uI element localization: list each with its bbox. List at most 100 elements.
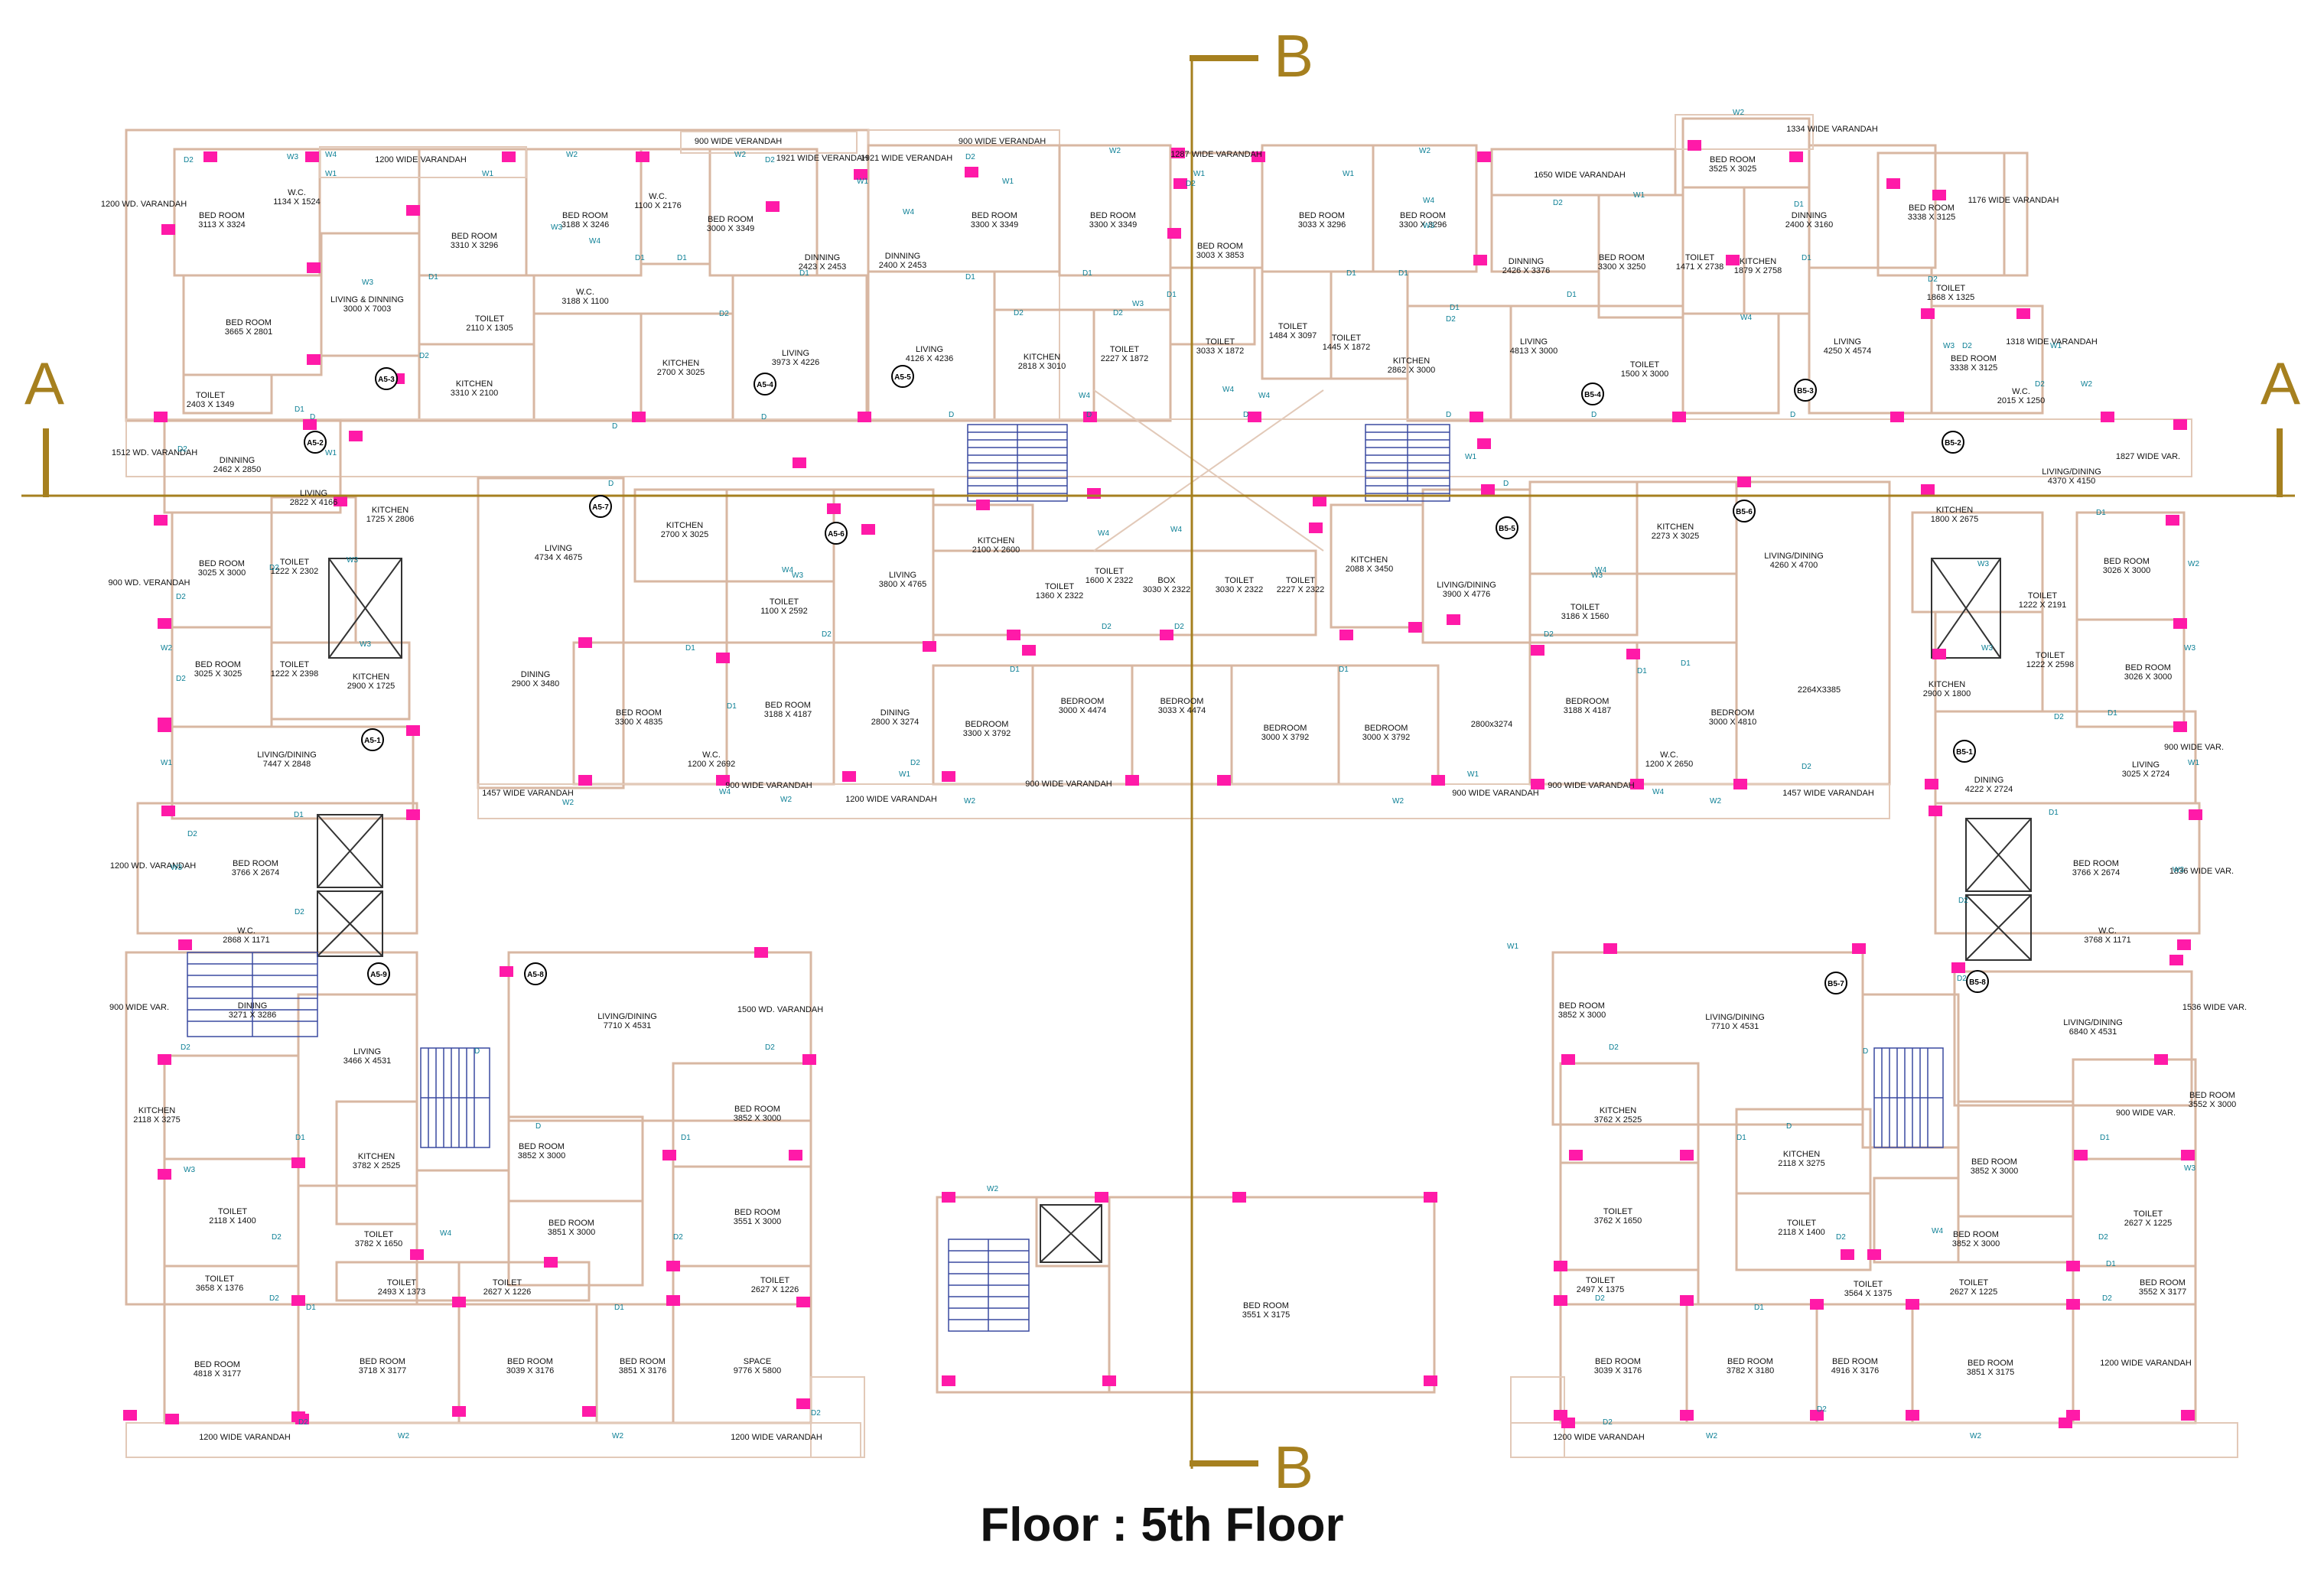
walls-middle [125, 418, 2201, 935]
door-window-tag: D1 [2106, 1260, 2116, 1268]
door-window-tag: D2 [1836, 1233, 1846, 1242]
room-label: 1200 WIDE VARANDAH [731, 1433, 822, 1442]
room-size: 3551 X 3175 [1242, 1310, 1290, 1320]
room-name: TOILET [770, 597, 799, 607]
room-label: 900 WIDE VARANDAH [1452, 789, 1539, 798]
room-name: BED ROOM [360, 1357, 405, 1366]
structural-column [1408, 622, 1422, 633]
door-window-tag: D1 [1567, 291, 1577, 299]
room-name: TOILET [1045, 582, 1075, 591]
room-name: TOILET [1332, 334, 1362, 343]
room-size: 3000 X 3792 [1261, 733, 1309, 742]
structural-column [1906, 1299, 1919, 1310]
door-window-tag: W4 [325, 151, 337, 159]
room-name: LIVING [782, 349, 809, 358]
structural-column [1167, 228, 1181, 239]
structural-column [1309, 522, 1323, 533]
room-name: 900 WIDE VAR. [2164, 743, 2224, 752]
door-window-tag: D2 [1928, 275, 1938, 284]
room-size: 3564 X 1375 [1844, 1289, 1892, 1298]
door-window-tag: W3 [2184, 1164, 2195, 1173]
room-label: 900 WIDE VARANDAH [1025, 780, 1112, 789]
room-name: TOILET [1278, 322, 1308, 331]
structural-column [632, 412, 646, 422]
door-window-tag: D2 [2102, 1294, 2112, 1303]
door-window-tag: D [1591, 411, 1597, 419]
room-size: 1222 X 2598 [2026, 660, 2074, 669]
room-name: TOILET [760, 1276, 790, 1285]
room-name: 1827 WIDE VAR. [2116, 452, 2180, 461]
unit-marker: B5-6 [1733, 500, 1756, 522]
door-window-tag: D [1786, 1122, 1792, 1131]
room-size: 3113 X 3324 [198, 220, 246, 229]
door-window-tag: D1 [799, 269, 809, 278]
room-name: 1921 WIDE VERANDAH [776, 154, 868, 163]
room-size: 6840 X 4531 [2069, 1027, 2117, 1037]
structural-column [1470, 412, 1483, 422]
room-name: 1200 WD. VARANDAH [110, 861, 196, 871]
room-size: 2273 X 3025 [1652, 532, 1699, 541]
unit-marker-label: A5-7 [592, 503, 609, 512]
structural-column [1603, 943, 1617, 954]
structural-column [2066, 1299, 2080, 1310]
door-window-tag: W3 [1132, 300, 1144, 308]
structural-column [1810, 1410, 1824, 1421]
room-name: 900 WIDE VARANDAH [725, 781, 812, 790]
door-window-tag: W1 [1633, 191, 1645, 200]
room-size: 3033 X 1872 [1196, 347, 1244, 356]
room-name: BED ROOM [2125, 663, 2171, 672]
room-name: BEDROOM [1264, 724, 1307, 733]
structural-column [2173, 618, 2187, 629]
door-window-tag: W4 [589, 237, 601, 246]
structural-column [1431, 775, 1445, 786]
door-window-tag: D2 [1186, 180, 1196, 188]
room-size: 1725 X 2806 [366, 515, 414, 524]
unit-marker-label: A5-3 [378, 376, 395, 384]
structural-column [1083, 412, 1097, 422]
structural-column [1929, 806, 1942, 816]
room-name: 1512 WD. VARANDAH [112, 448, 197, 457]
room-size: 1471 X 2738 [1676, 262, 1723, 272]
room-name: BED ROOM [1559, 1001, 1605, 1011]
structural-column [861, 524, 875, 535]
structural-column [1733, 779, 1747, 789]
room-size: 2862 X 3000 [1388, 366, 1435, 375]
room-name: 1536 WIDE VAR. [2182, 1003, 2247, 1012]
room-name: TOILET [205, 1274, 235, 1284]
structural-column [2181, 1410, 2195, 1421]
room-name: BED ROOM [1090, 211, 1136, 220]
room-name: 900 WIDE VARANDAH [1025, 780, 1112, 789]
unit-marker-circle [825, 522, 848, 545]
unit-marker-circle [1794, 379, 1817, 402]
room-name: 1921 WIDE VERANDAH [861, 154, 952, 163]
door-window-tag: D2 [177, 445, 187, 454]
structural-column [291, 1157, 305, 1168]
structural-column [754, 947, 768, 958]
room-size: 3039 X 3176 [1594, 1366, 1642, 1375]
room-name: KITCHEN [1929, 680, 1965, 689]
room-size: 3658 X 1376 [196, 1284, 243, 1293]
room-name: BED ROOM [1400, 211, 1446, 220]
room-name: TOILET [1225, 576, 1255, 585]
door-window-tag: D2 [187, 830, 197, 838]
room-name: BED ROOM [451, 232, 497, 241]
room-label: 2800x3274 [1471, 720, 1512, 729]
structural-column [158, 618, 171, 629]
room-size: 3851 X 3175 [1967, 1368, 2014, 1377]
room-name: LIVING/DINING [2063, 1018, 2123, 1027]
